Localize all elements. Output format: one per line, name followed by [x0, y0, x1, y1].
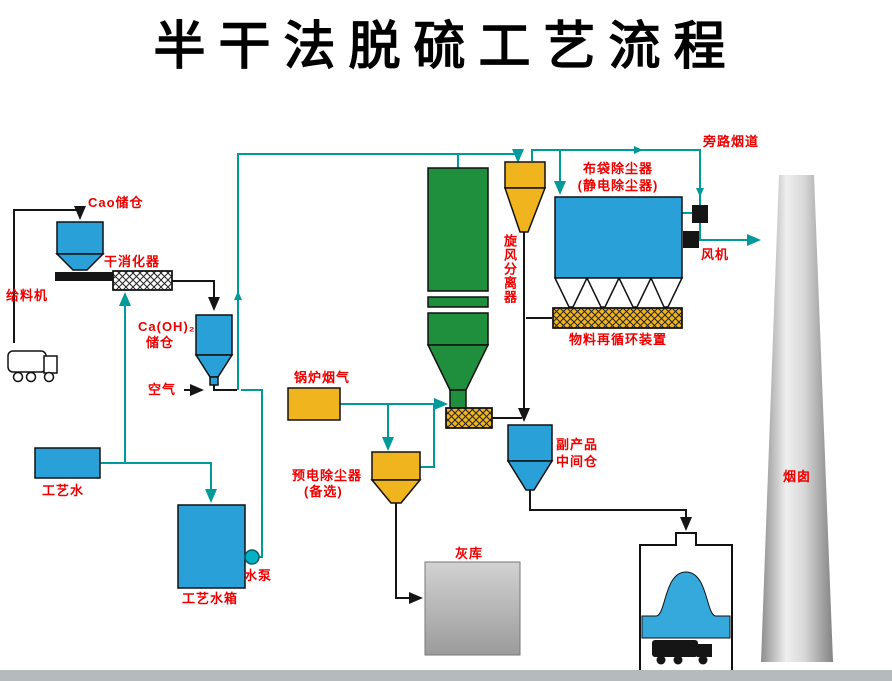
- absorber-tower: [426, 167, 493, 429]
- cao-silo-label: Cao储仓: [88, 195, 144, 210]
- pipe-slurry-to-cyclone: [237, 149, 524, 390]
- truck-wheel: [43, 371, 55, 383]
- process-pipes: [100, 146, 761, 558]
- truck-wheel: [25, 371, 37, 383]
- hydroxide-silo-label-line1: Ca(OH)₂: [138, 319, 196, 334]
- bag-filter-body: [554, 196, 683, 279]
- line-pre-esp-to-ash-silo: [395, 503, 423, 604]
- flow-arrow-right-icon: [634, 146, 643, 154]
- process-water-tank: [177, 504, 246, 589]
- tower-discharge-conveyor-hatch: [445, 407, 493, 429]
- process-water-tank-label: 工艺水箱: [182, 591, 238, 606]
- page-title: 半干法脱硫工艺流程: [153, 19, 739, 76]
- byproduct-silo: [506, 424, 554, 491]
- flow-arrow-down-icon: [696, 188, 704, 197]
- loading-truck-wheel: [656, 655, 666, 665]
- cyclone-body: [504, 161, 546, 189]
- water-pump-label: 水泵: [244, 568, 272, 583]
- watermark-strip: [0, 670, 892, 681]
- equipment-labels: Cao储仓 干消化器 给料机 Ca(OH)₂ 储仓 空气 工艺水 工艺水箱 水泵…: [6, 134, 811, 606]
- byproduct-silo-label-line2: 中间仓: [556, 454, 598, 469]
- pre-esp: [370, 451, 422, 504]
- bag-filter-hopper: [553, 277, 589, 308]
- recirculation-conveyor-hatch: [552, 307, 683, 329]
- pipe-bypass-to-chimney: [531, 149, 761, 246]
- process-water-label: 工艺水: [42, 483, 84, 498]
- recirculation-label: 物料再循环装置: [569, 332, 667, 347]
- loading-truck-body: [652, 640, 698, 657]
- dome-storage-silo: [639, 532, 733, 673]
- hydroxide-silo-outlet: [209, 376, 219, 386]
- feeder-bar: [55, 272, 113, 281]
- bag-filter-hopper: [617, 277, 653, 308]
- hydroxide-silo-label-line2: 储仓: [145, 335, 174, 350]
- pre-esp-funnel: [370, 479, 422, 504]
- ash-silo-label: 灰库: [455, 546, 483, 561]
- absorber-tower-cone: [426, 344, 490, 391]
- absorber-tower-low-section: [427, 312, 489, 346]
- chimney: [761, 175, 833, 662]
- bag-filter-hopper: [585, 277, 621, 308]
- absorber-tower-mid-section: [427, 296, 489, 308]
- bag-filter-hopper: [649, 277, 684, 308]
- cao-silo: [55, 221, 113, 281]
- line-byproduct-to-dome-silo: [529, 490, 692, 531]
- truck-cab: [43, 355, 58, 374]
- truck-tank: [7, 350, 47, 373]
- ash-silo: [424, 561, 521, 656]
- truck-wheel: [12, 371, 24, 383]
- flow-arrow-up-icon: [234, 291, 242, 300]
- dry-slaker-hatch: [112, 270, 173, 291]
- byproduct-silo-funnel: [506, 460, 554, 491]
- absorber-tower-top-section: [427, 167, 489, 292]
- pre-esp-label-line1: 预电除尘器: [292, 468, 362, 483]
- material-lines: [13, 206, 692, 604]
- process-water-source: [34, 447, 101, 479]
- water-pump: [244, 549, 260, 565]
- bag-filter: [553, 196, 684, 308]
- bag-filter-label-line2: (静电除尘器): [578, 178, 659, 193]
- absorber-tower-venturi: [449, 389, 467, 409]
- boiler-flue-gas-box: [287, 387, 341, 421]
- bypass-flue-label: 旁路烟道: [702, 134, 759, 149]
- dry-slaker: [112, 270, 173, 291]
- hydroxide-silo-body: [195, 314, 233, 356]
- feeder-label: 给料机: [6, 288, 48, 303]
- loading-truck-cab: [697, 644, 712, 657]
- cyclone-separator: [503, 161, 547, 233]
- hydroxide-silo: [194, 314, 234, 386]
- loading-truck-wheel: [673, 655, 683, 665]
- delivery-truck: [7, 350, 58, 383]
- cao-silo-body: [56, 221, 104, 255]
- cao-silo-funnel: [55, 253, 105, 271]
- cyclone-separator-label: 旋风分离器: [502, 234, 517, 304]
- chimney-label: 烟囱: [783, 469, 811, 484]
- pipe-pre-esp-outlet: [420, 405, 435, 468]
- boiler-flue-gas-label: 锅炉烟气: [294, 370, 350, 385]
- pipe-water-to-tank: [100, 462, 217, 503]
- fan-label: 风机: [701, 247, 729, 262]
- hydroxide-silo-funnel: [194, 354, 234, 378]
- loading-truck-wheel: [698, 655, 708, 665]
- dry-slaker-label: 干消化器: [104, 254, 160, 269]
- bag-filter-label-line1: 布袋除尘器: [583, 161, 653, 176]
- pre-esp-label-line2: (备选): [304, 484, 343, 499]
- line-truck-to-cao-silo: [13, 206, 86, 343]
- byproduct-silo-body: [507, 424, 553, 462]
- duct-damper: [692, 205, 708, 223]
- cyclone-cone: [503, 187, 547, 233]
- fan-unit: [683, 231, 699, 248]
- byproduct-silo-label-line1: 副产品: [556, 437, 598, 452]
- pre-esp-body: [371, 451, 421, 481]
- loading-truck: [652, 640, 712, 665]
- air-label: 空气: [148, 382, 176, 397]
- recirculation-conveyor: [552, 307, 683, 329]
- line-slaker-to-hydroxide-silo: [172, 280, 220, 311]
- dome-silo-product: [641, 571, 731, 639]
